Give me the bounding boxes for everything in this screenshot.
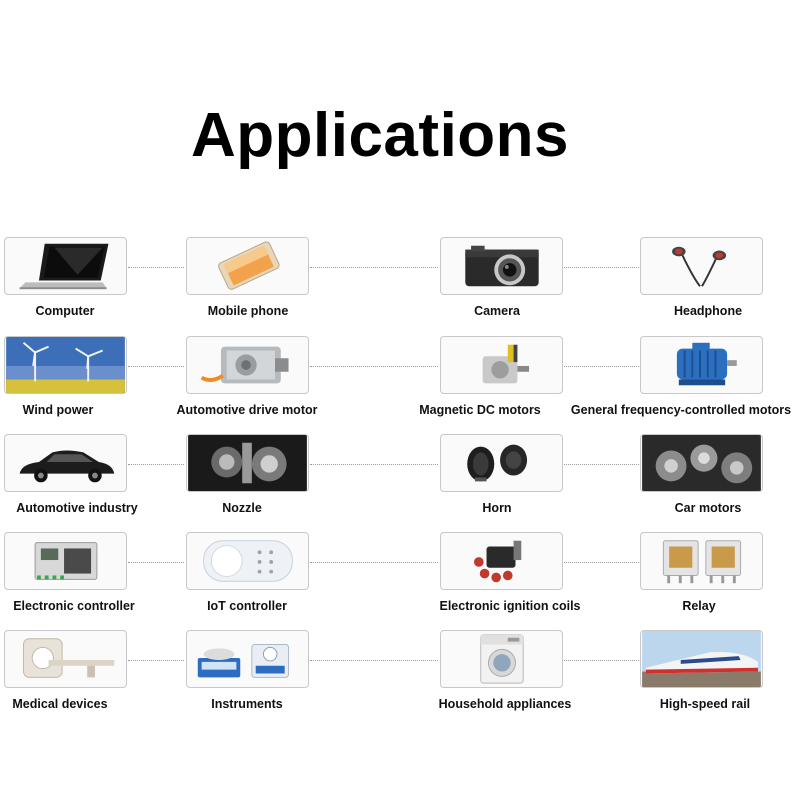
application-card-electronic-ignition-coils	[440, 532, 563, 590]
application-label: Magnetic DC motors	[419, 403, 541, 417]
application-card-high-speed-rail	[640, 630, 763, 688]
dotted-connector	[310, 366, 438, 367]
dotted-connector	[564, 464, 639, 465]
application-card-camera	[440, 237, 563, 295]
page-title: Applications	[190, 101, 570, 170]
application-card-electronic-controller	[4, 532, 127, 590]
application-card-mobile-phone	[186, 237, 309, 295]
application-row-5: Medical devices Instruments Household ap…	[0, 630, 800, 730]
dotted-connector	[310, 267, 438, 268]
application-row-4: Electronic controller IoT controller Ele…	[0, 532, 800, 632]
application-card-instruments	[186, 630, 309, 688]
application-card-magnetic-dc-motors	[440, 336, 563, 394]
dotted-connector	[128, 464, 184, 465]
application-row-1: Computer Mobile phone Camera Headphone	[0, 237, 800, 337]
application-card-iot-controller	[186, 532, 309, 590]
ignition-coil-icon	[473, 540, 522, 583]
application-label: High-speed rail	[659, 697, 751, 711]
dotted-connector	[128, 267, 184, 268]
application-card-general-frequency-controlled-motors	[640, 336, 763, 394]
application-label: Instruments	[211, 697, 283, 711]
application-card-household-appliances	[440, 630, 563, 688]
dotted-connector	[310, 464, 438, 465]
application-card-automotive-industry	[4, 434, 127, 492]
dotted-connector	[128, 366, 184, 367]
car-engine-icon	[642, 435, 761, 491]
dc-motor-icon	[482, 344, 530, 384]
application-card-nozzle	[186, 434, 309, 492]
application-card-medical-devices	[4, 630, 127, 688]
application-row-3: Automotive industry Nozzle Horn Car moto…	[0, 434, 800, 534]
dotted-connector	[564, 660, 639, 661]
car-icon	[19, 450, 115, 483]
electric-motor-icon	[676, 342, 737, 386]
application-label: Electronic ignition coils	[439, 599, 581, 613]
dotted-connector	[564, 366, 639, 367]
dotted-connector	[564, 562, 639, 563]
application-label: Electronic controller	[13, 599, 135, 613]
dotted-connector	[310, 562, 438, 563]
wind-turbine-icon	[6, 337, 125, 393]
application-label: Wind power	[22, 403, 94, 417]
dotted-connector	[564, 267, 639, 268]
application-card-relay	[640, 532, 763, 590]
ct-scanner-icon	[23, 638, 115, 678]
dotted-connector	[310, 660, 438, 661]
application-card-wind-power	[4, 336, 127, 394]
application-label: Computer	[35, 304, 95, 318]
application-row-2: Wind power Automotive drive motor Magnet…	[0, 336, 800, 436]
application-label: Mobile phone	[207, 304, 289, 318]
iot-panel-icon	[203, 540, 293, 582]
bullet-train-icon	[642, 631, 761, 687]
smartphone-icon	[218, 241, 280, 290]
application-label: Household appliances	[438, 697, 572, 711]
engine-nozzle-icon	[188, 435, 307, 491]
application-card-car-motors	[640, 434, 763, 492]
application-label: Camera	[474, 304, 520, 318]
dotted-connector	[128, 660, 184, 661]
application-label: Car motors	[674, 501, 742, 515]
laptop-icon	[19, 243, 109, 290]
application-label: Relay	[682, 599, 716, 613]
application-label: Horn	[482, 501, 512, 515]
horn-icon	[467, 444, 528, 482]
relay-icon	[662, 540, 742, 584]
application-card-automotive-drive-motor	[186, 336, 309, 394]
drive-motor-icon	[200, 346, 289, 384]
application-label: IoT controller	[207, 599, 287, 613]
application-label: Medical devices	[12, 697, 108, 711]
earphones-icon	[672, 246, 727, 287]
washing-machine-icon	[480, 634, 524, 684]
application-card-computer	[4, 237, 127, 295]
dotted-connector	[128, 562, 184, 563]
camera-icon	[465, 245, 539, 287]
application-label: General frequency-controlled motors	[570, 403, 792, 417]
application-card-headphone	[640, 237, 763, 295]
controller-module-icon	[34, 542, 98, 580]
application-label: Automotive industry	[16, 501, 138, 515]
application-label: Nozzle	[222, 501, 262, 515]
application-label: Headphone	[673, 304, 743, 318]
application-card-horn	[440, 434, 563, 492]
application-label: Automotive drive motor	[176, 403, 318, 417]
instrument-meter-icon	[197, 644, 290, 678]
